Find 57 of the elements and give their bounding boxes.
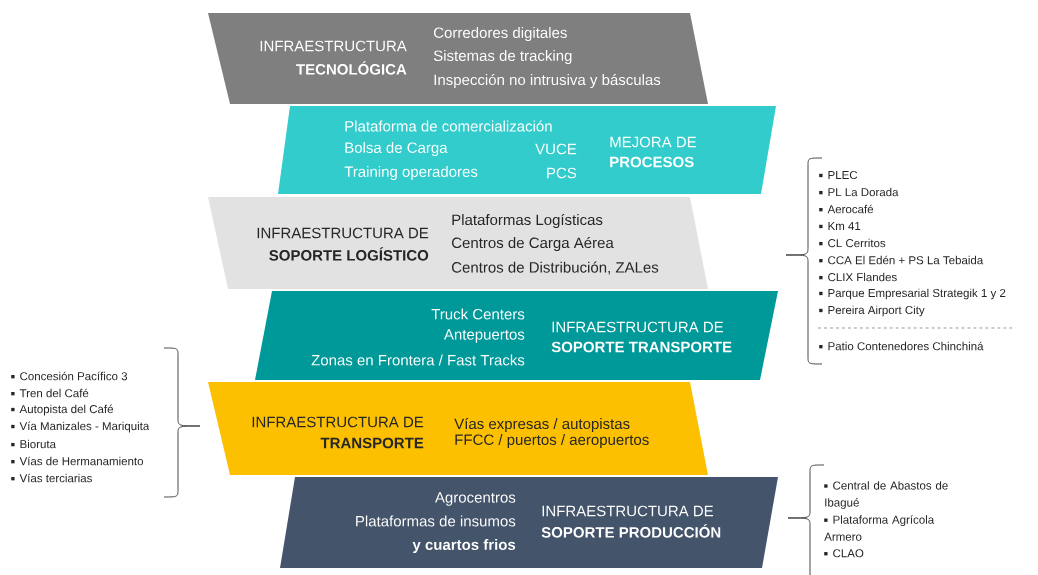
band-item: Vías expresas / autopistas: [454, 417, 630, 433]
band-item: Zonas en Frontera / Fast Tracks: [311, 354, 525, 366]
band-item: Plataformas de insumos: [356, 515, 516, 527]
band: [208, 197, 708, 289]
band-item: y cuartos frios: [412, 539, 516, 553]
list-item: Pereira Airport City: [819, 305, 925, 317]
band-item: Antepuertos: [443, 329, 525, 343]
band-heading: INFRAESTRUCTURA: [260, 40, 407, 52]
band-item: Inspección no intrusiva y básculas: [434, 73, 661, 89]
band-item: Corredores digitales: [433, 27, 567, 41]
list-item: CLIX Flandes: [819, 272, 897, 282]
band-item: Plataforma de comercialización: [345, 120, 552, 132]
band-heading: SOPORTE LOGÍSTICO: [269, 247, 429, 261]
list-item: CCA El Edén + PS La Tebaida: [819, 255, 984, 265]
band-heading: INFRAESTRUCTURA DE: [252, 416, 424, 428]
list-item: Parque Empresarial Strategik 1 y 2: [819, 288, 1006, 300]
band-item: Centros de Carga Aérea: [451, 236, 614, 252]
band-item: FFCC / puertos / aeropuertos: [455, 434, 649, 448]
band-item: PCS: [547, 167, 577, 179]
band-heading: SOPORTE TRANSPORTE: [551, 341, 732, 353]
band-heading: TRANSPORTE: [320, 437, 424, 449]
band-heading: SOPORTE PRODUCCIÓN: [541, 524, 721, 538]
list-item: Tren del Café: [11, 388, 89, 398]
list-item: Vías de Hermanamiento: [11, 456, 144, 466]
list-item: Central de Abastos de Ibagué: [824, 481, 948, 509]
band-heading: INFRAESTRUCTURA DE: [257, 227, 429, 239]
band-item: Truck Centers: [431, 308, 525, 320]
band: [278, 106, 776, 194]
band-heading: INFRAESTRUCTURA DE: [542, 505, 714, 517]
band: [280, 477, 778, 568]
list-item: Autopista del Café: [11, 404, 113, 416]
list-item: Vías terciarias: [11, 473, 92, 483]
band: [208, 382, 708, 475]
band-item: Agrocentros: [434, 492, 516, 506]
list-item: Bioruta: [11, 439, 56, 449]
band: [208, 13, 708, 104]
list-item: Plataforma Agrícola Armero: [824, 515, 935, 541]
band-heading: TECNOLÓGICA: [296, 61, 407, 75]
list-item: CL Cerritos: [819, 238, 886, 248]
list-item: Km 41: [819, 222, 861, 230]
band-item: VUCE: [535, 143, 577, 155]
list-item: Concesión Pacífico 3: [11, 371, 128, 381]
list-item: Patio Contenedores Chinchiná: [819, 341, 984, 351]
list-item: PLEC: [819, 170, 858, 180]
band-item: Centros de Distribución, ZALes: [451, 261, 659, 275]
list-item: Vía Manizales - Mariquita: [11, 421, 150, 433]
band-item: Bolsa de Carga: [345, 142, 448, 156]
band-heading: MEJORA DE: [610, 136, 697, 148]
list-item: PL La Dorada: [819, 187, 899, 197]
band-item: Plataformas Logísticas: [452, 213, 603, 229]
list-item: Aerocafé: [819, 204, 874, 214]
band-heading: INFRAESTRUCTURA DE: [552, 321, 724, 333]
band-item: Training operadores: [344, 166, 478, 180]
list-item: CLAO: [824, 549, 864, 558]
band-item: Sistemas de tracking: [433, 50, 572, 64]
band-heading: PROCESOS: [610, 156, 694, 168]
band: [255, 291, 778, 380]
